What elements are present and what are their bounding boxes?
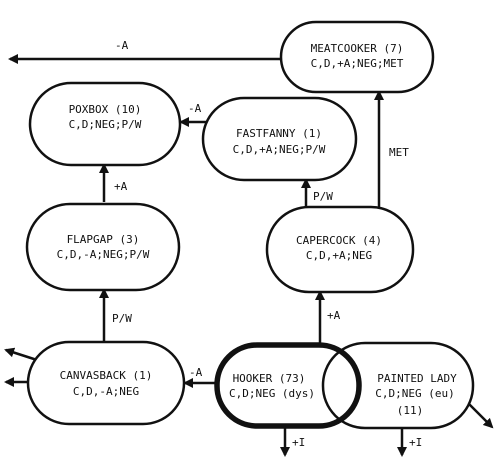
edge-capercock-to-meatcooker: MET — [374, 90, 409, 207]
edge-label-paintedlady-down: +I — [409, 436, 422, 449]
node-canvasback: CANVASBACK (1) C,D,-A;NEG — [26, 340, 186, 426]
node-paintedlady — [321, 341, 475, 430]
node-paintedlady-count: (11) — [397, 404, 424, 417]
node-paintedlady-sub: C,D;NEG (eu) — [375, 387, 454, 400]
node-poxbox: POXBOX (10) C,D;NEG;P/W — [28, 81, 182, 167]
node-hooker-title: HOOKER (73) — [233, 372, 306, 385]
edge-canvasback-out — [4, 347, 38, 387]
node-capercock-sub: C,D,+A;NEG — [306, 249, 372, 262]
edge-label-meatcooker-left: -A — [115, 39, 129, 52]
node-paintedlady-title: PAINTED LADY — [377, 372, 457, 385]
node-fastfanny-sub: C,D,+A;NEG;P/W — [233, 143, 326, 156]
edge-label-canvasback-to-flapgap: P/W — [112, 312, 132, 325]
edge-label-flapgap-to-poxbox: +A — [114, 180, 128, 193]
node-flapgap-sub: C,D,-A;NEG;P/W — [57, 248, 150, 261]
edge-label-capercock-to-fastfanny: P/W — [313, 190, 333, 203]
edge-meatcooker-left: -A — [8, 39, 285, 64]
edge-label-hooker-down: +I — [292, 436, 305, 449]
node-hooker-sub: C,D;NEG (dys) — [229, 387, 315, 400]
node-fastfanny-title: FASTFANNY (1) — [236, 127, 322, 140]
edge-hooker-to-canvasback: -A — [183, 366, 216, 388]
node-fastfanny: FASTFANNY (1) C,D,+A;NEG;P/W — [201, 96, 358, 182]
node-hooker: HOOKER (73) C,D;NEG (dys) — [214, 342, 362, 429]
node-capercock-title: CAPERCOCK (4) — [296, 234, 382, 247]
edge-hooker-to-capercock: +A — [315, 290, 341, 345]
edge-flapgap-to-poxbox: +A — [99, 163, 128, 202]
edge-paintedlady-down: +I — [397, 428, 422, 457]
node-flapgap: FLAPGAP (3) C,D,-A;NEG;P/W — [25, 202, 181, 292]
edge-label-fastfanny-to-poxbox: -A — [188, 102, 202, 115]
edge-paintedlady-out — [467, 402, 494, 429]
edge-label-capercock-to-meatcooker: MET — [389, 146, 409, 159]
node-poxbox-sub: C,D;NEG;P/W — [69, 118, 142, 131]
node-meatcooker-title: MEATCOOKER (7) — [311, 42, 404, 55]
node-flapgap-title: FLAPGAP (3) — [67, 233, 140, 246]
node-meatcooker: MEATCOOKER (7) C,D,+A;NEG;MET — [279, 20, 435, 94]
edge-capercock-to-fastfanny: P/W — [301, 178, 333, 207]
node-canvasback-title: CANVASBACK (1) — [60, 369, 153, 382]
node-meatcooker-sub: C,D,+A;NEG;MET — [311, 57, 404, 70]
edge-canvasback-to-flapgap: P/W — [99, 288, 132, 342]
edge-label-hooker-to-canvasback: -A — [189, 366, 203, 379]
node-capercock: CAPERCOCK (4) C,D,+A;NEG — [265, 205, 415, 294]
edge-label-hooker-to-capercock: +A — [327, 309, 341, 322]
edge-fastfanny-to-poxbox: -A — [179, 102, 207, 127]
node-poxbox-title: POXBOX (10) — [69, 103, 142, 116]
node-canvasback-sub: C,D,-A;NEG — [73, 385, 139, 398]
edge-hooker-down: +I — [280, 426, 305, 457]
